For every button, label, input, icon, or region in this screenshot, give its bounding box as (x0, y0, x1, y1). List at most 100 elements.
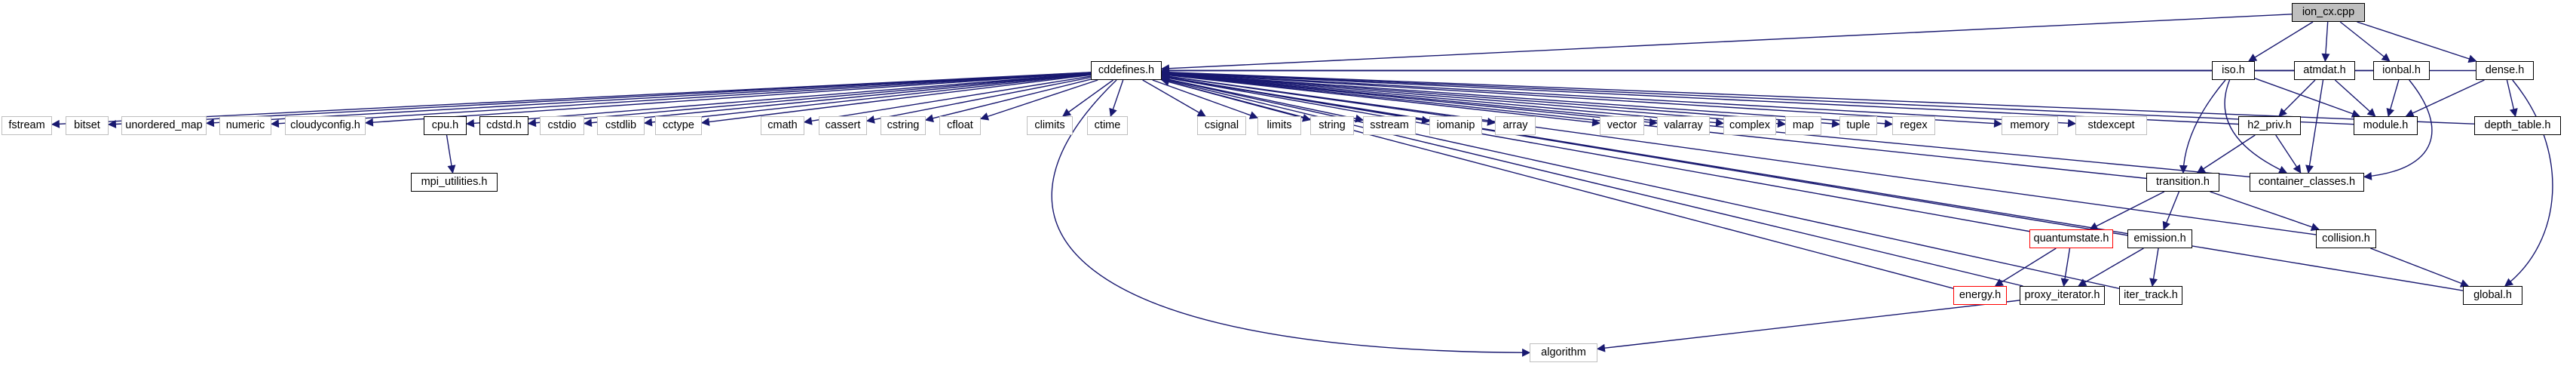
edge-cddefines_h-to-csignal (1142, 79, 1206, 117)
edge-cddefines_h-to-limits (1152, 79, 1259, 119)
edge-cddefines_h-to-cfloat (979, 79, 1098, 121)
node-cassert: cassert (819, 116, 867, 135)
node-ion_cx_cpp: ion_cx.cpp (2292, 3, 2365, 22)
edge-energy_h-to-cddefines_h (1160, 78, 1954, 289)
edge-cddefines_h-to-unordered_map (205, 72, 1092, 128)
edge-cddefines_h-to-cassert (865, 76, 1092, 124)
edge-cddefines_h-to-cstdlib (643, 73, 1092, 127)
edge-quantumstate_h-to-cddefines_h (1160, 74, 2030, 232)
node-climits: climits (1027, 116, 1073, 135)
node-dense_h[interactable]: dense.h (2476, 61, 2534, 80)
node-module_h[interactable]: module.h (2354, 116, 2418, 135)
edge-cddefines_h-to-map (1161, 72, 1787, 128)
edge-global_h-to-cddefines_h (1160, 73, 2464, 291)
node-csignal: csignal (1197, 116, 1246, 135)
edge-quantumstate_h-to-proxy_iterator_h (2060, 248, 2071, 288)
node-array: array (1495, 116, 1536, 135)
node-ctime: ctime (1087, 116, 1128, 135)
node-regex: regex (1892, 116, 1935, 135)
edge-cddefines_h-to-cstdio (583, 73, 1092, 128)
node-tuple: tuple (1839, 116, 1877, 135)
node-unordered_map: unordered_map (121, 116, 207, 135)
edge-ion_cx_cpp-to-cddefines_h (1160, 14, 2293, 73)
node-cdstd_h[interactable]: cdstd.h (479, 116, 528, 135)
node-iso_h[interactable]: iso.h (2212, 61, 2255, 80)
edge-proxy_iterator_h-to-cddefines_h (1160, 76, 2023, 287)
edge-cddefines_h-to-cpu_h (465, 72, 1092, 128)
node-valarray: valarray (1657, 116, 1710, 135)
edge-emission_h-to-iter_track_h (2149, 248, 2159, 288)
edge-proxy_iterator_h-to-algorithm (1596, 300, 2020, 352)
edge-cddefines_h-to-cdstd_h (527, 72, 1092, 128)
edge-cddefines_h-to-climits (1061, 79, 1114, 117)
node-sstream: sstream (1363, 116, 1416, 135)
edge-h2_priv_h-to-transition_h (2196, 134, 2256, 174)
edge-atmdat_h-to-module_h (2334, 79, 2376, 117)
edge-module_h-to-cddefines_h (1160, 68, 2354, 125)
node-algorithm: algorithm (1530, 343, 1597, 362)
edge-ionbal_h-to-module_h (2386, 79, 2400, 118)
node-bitset: bitset (66, 116, 109, 135)
edge-cddefines_h-to-vector (1161, 74, 1601, 127)
edge-h2_priv_h-to-cddefines_h (1160, 68, 2239, 125)
node-collision_h[interactable]: collision.h (2316, 229, 2376, 248)
edge-h2_priv_h-to-container_classes_h (2275, 134, 2302, 174)
node-atmdat_h[interactable]: atmdat.h (2294, 61, 2355, 80)
node-iter_track_h[interactable]: iter_track.h (2119, 286, 2182, 305)
node-memory: memory (2002, 116, 2058, 135)
node-cstdlib: cstdlib (597, 116, 645, 135)
edge-cddefines_h-to-cstring (924, 78, 1092, 123)
edge-cddefines_h-to-cmath (803, 75, 1092, 125)
node-mpi_utilities_h[interactable]: mpi_utilities.h (411, 173, 498, 192)
edge-atmdat_h-to-h2_priv_h (2278, 79, 2316, 117)
node-cctype: cctype (655, 116, 702, 135)
node-cpu_h[interactable]: cpu.h (424, 116, 467, 135)
edge-transition_h-to-cddefines_h (1160, 71, 2147, 180)
edge-cddefines_h-to-ctime (1109, 79, 1124, 118)
node-map: map (1785, 116, 1821, 135)
edge-ionbal_h-to-container_classes_h (2363, 79, 2433, 180)
node-cddefines_h[interactable]: cddefines.h (1091, 61, 1162, 80)
edge-ion_cx_cpp-to-atmdat_h (2321, 21, 2330, 63)
edge-cddefines_h-to-bitset (107, 72, 1092, 128)
edge-atmdat_h-to-container_classes_h (2305, 79, 2324, 174)
node-ionbal_h[interactable]: ionbal.h (2373, 61, 2430, 80)
edge-ion_cx_cpp-to-ionbal_h (2339, 21, 2391, 62)
edge-transition_h-to-quantumstate_h (2089, 191, 2165, 230)
edge-cddefines_h-to-tuple (1161, 72, 1841, 128)
node-cloudyconfig_h: cloudyconfig.h (285, 116, 366, 135)
node-complex: complex (1723, 116, 1776, 135)
node-emission_h[interactable]: emission.h (2127, 229, 2192, 248)
edge-iso_h-to-transition_h (2179, 79, 2226, 174)
edge-cddefines_h-to-numeric (270, 72, 1092, 128)
edge-cddefines_h-to-complex (1161, 72, 1725, 128)
node-container_classes_h[interactable]: container_classes.h (2250, 173, 2364, 192)
node-vector: vector (1600, 116, 1644, 135)
node-iomanip: iomanip (1429, 116, 1482, 135)
edge-dense_h-to-global_h (2504, 79, 2553, 287)
node-limits: limits (1257, 116, 1301, 135)
node-depth_table_h[interactable]: depth_table.h (2474, 116, 2561, 135)
edge-dense_h-to-module_h (2405, 79, 2485, 117)
edge-depth_table_h-to-cddefines_h (1160, 68, 2475, 125)
node-quantumstate_h[interactable]: quantumstate.h (2029, 229, 2113, 248)
edge-iso_h-to-container_classes_h (2224, 79, 2288, 174)
edge-iso_h-to-module_h (2254, 78, 2360, 118)
node-string: string (1310, 116, 1354, 135)
node-cstring: cstring (881, 116, 926, 135)
node-energy_h[interactable]: energy.h (1953, 286, 2007, 305)
node-h2_priv_h[interactable]: h2_priv.h (2238, 116, 2301, 135)
edge-cpu_h-to-mpi_utilities_h (446, 134, 456, 174)
node-global_h[interactable]: global.h (2463, 286, 2522, 305)
node-cstdio: cstdio (540, 116, 584, 135)
node-transition_h[interactable]: transition.h (2146, 173, 2219, 192)
node-cmath: cmath (761, 116, 804, 135)
edge-ion_cx_cpp-to-dense_h (2357, 21, 2477, 63)
edge-cddefines_h-to-cloudyconfig_h (364, 72, 1092, 127)
edge-collision_h-to-cddefines_h (1160, 72, 2317, 235)
node-numeric: numeric (219, 116, 271, 135)
edge-dense_h-to-depth_table_h (2506, 79, 2518, 118)
edge-cddefines_h-to-memory (1161, 72, 2003, 128)
node-proxy_iterator_h[interactable]: proxy_iterator.h (2020, 286, 2105, 305)
